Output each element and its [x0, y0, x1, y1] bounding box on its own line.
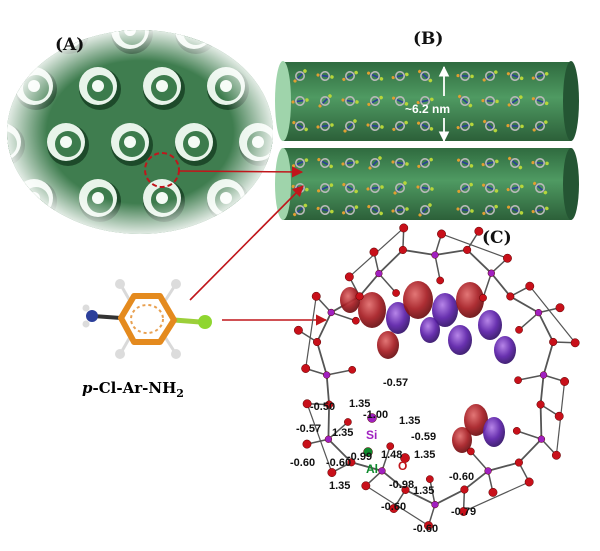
pore-diameter-label: ~6.2 nm: [405, 102, 450, 116]
atom-label: Al: [366, 462, 378, 476]
charge-label: -0.60: [413, 523, 438, 535]
charge-label: -0.57: [383, 377, 408, 389]
charge-label: 1.35: [329, 480, 350, 492]
charge-label: 1.35: [413, 485, 434, 497]
charge-label: -0.50: [310, 401, 335, 413]
charge-label: -0.99: [347, 451, 372, 463]
charge-label: -0.57: [296, 423, 321, 435]
atom-label: O: [398, 459, 407, 473]
charge-label: -0.98: [389, 479, 414, 491]
charge-label: -0.60: [449, 471, 474, 483]
charge-label: -1.00: [363, 409, 388, 421]
arrow-molecule-to-channel: [189, 185, 304, 301]
charge-label: 1.48: [381, 449, 402, 461]
connecting-arrows: [177, 166, 328, 326]
molecule-label: p-Cl-Ar-NH2: [82, 379, 184, 400]
chlorine-atom: [198, 315, 212, 329]
nitrogen-atom: [86, 310, 98, 322]
panel-b-mesochannels: ~6.2 nm: [275, 61, 579, 220]
charge-label: -0.59: [411, 431, 436, 443]
p-chloroaniline-molecule: [82, 279, 212, 359]
charge-label: 1.35: [414, 449, 435, 461]
panel-a-label: (A): [55, 35, 84, 55]
channel-molecules: [291, 69, 549, 217]
charge-label: -0.79: [451, 506, 476, 518]
highlighted-pore-ring: [144, 152, 180, 188]
atom-label: Si: [366, 428, 377, 442]
charge-label: -0.60: [326, 457, 351, 469]
charge-label: -0.60: [381, 501, 406, 513]
charge-label: 1.35: [332, 427, 353, 439]
charge-label: 1.35: [349, 398, 370, 410]
charge-label: -0.60: [290, 457, 315, 469]
panel-b-label: (B): [413, 29, 443, 49]
panel-c-label: (C): [482, 228, 512, 248]
arrow-a-to-b: [177, 166, 304, 178]
charge-label: 1.35: [399, 415, 420, 427]
